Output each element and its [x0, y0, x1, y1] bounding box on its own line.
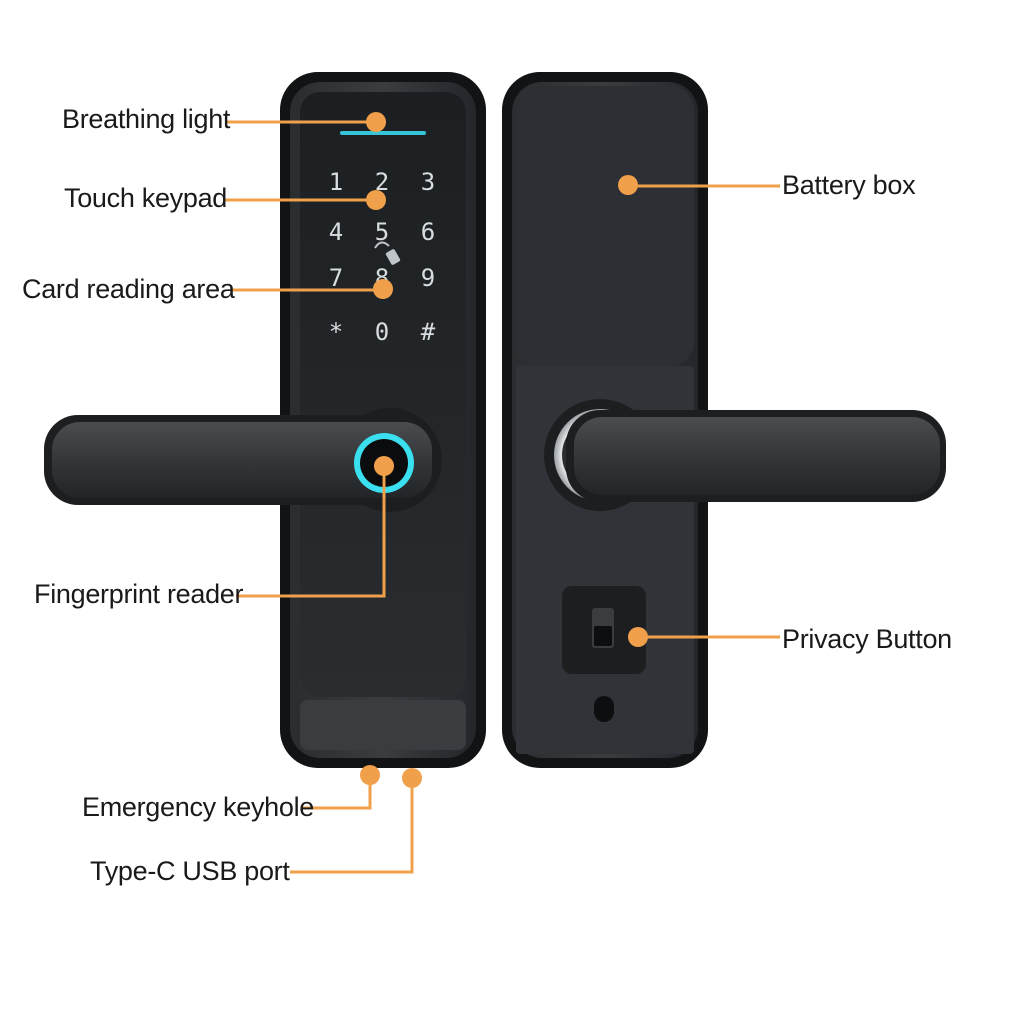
keypad-key-2[interactable]: 2: [375, 168, 389, 196]
keypad-key-9[interactable]: 9: [421, 264, 435, 292]
label-emergency-keyhole: Emergency keyhole: [82, 792, 315, 822]
label-type-c-usb-port: Type-C USB port: [90, 856, 290, 886]
battery-box-cover: [516, 86, 694, 366]
label-privacy-button: Privacy Button: [782, 624, 952, 654]
label-card-reading-area: Card reading area: [22, 274, 235, 304]
keypad-key-5[interactable]: 5: [375, 218, 389, 246]
keypad-key-hash[interactable]: #: [421, 318, 436, 346]
label-breathing-light: Breathing light: [62, 104, 231, 134]
keypad-key-3[interactable]: 3: [421, 168, 435, 196]
keypad-key-0[interactable]: 0: [375, 318, 389, 346]
keypad-key-star[interactable]: *: [329, 318, 343, 346]
keypad-key-1[interactable]: 1: [329, 168, 343, 196]
keypad-key-4[interactable]: 4: [329, 218, 343, 246]
label-battery-box: Battery box: [782, 170, 916, 200]
card-reader-icon: [374, 241, 401, 265]
rear-handle[interactable]: [544, 399, 946, 511]
label-touch-keypad: Touch keypad: [64, 183, 228, 213]
keypad-key-7[interactable]: 7: [329, 264, 343, 292]
breathing-light-bar: [340, 131, 426, 135]
callout-lines: [224, 112, 780, 874]
front-handle[interactable]: [44, 408, 442, 512]
rear-keyhole: [594, 696, 614, 722]
keypad-key-6[interactable]: 6: [421, 218, 435, 246]
privacy-button[interactable]: [594, 626, 612, 646]
front-lock-panel: [280, 72, 486, 768]
label-fingerprint-reader: Fingerprint reader: [34, 579, 244, 609]
